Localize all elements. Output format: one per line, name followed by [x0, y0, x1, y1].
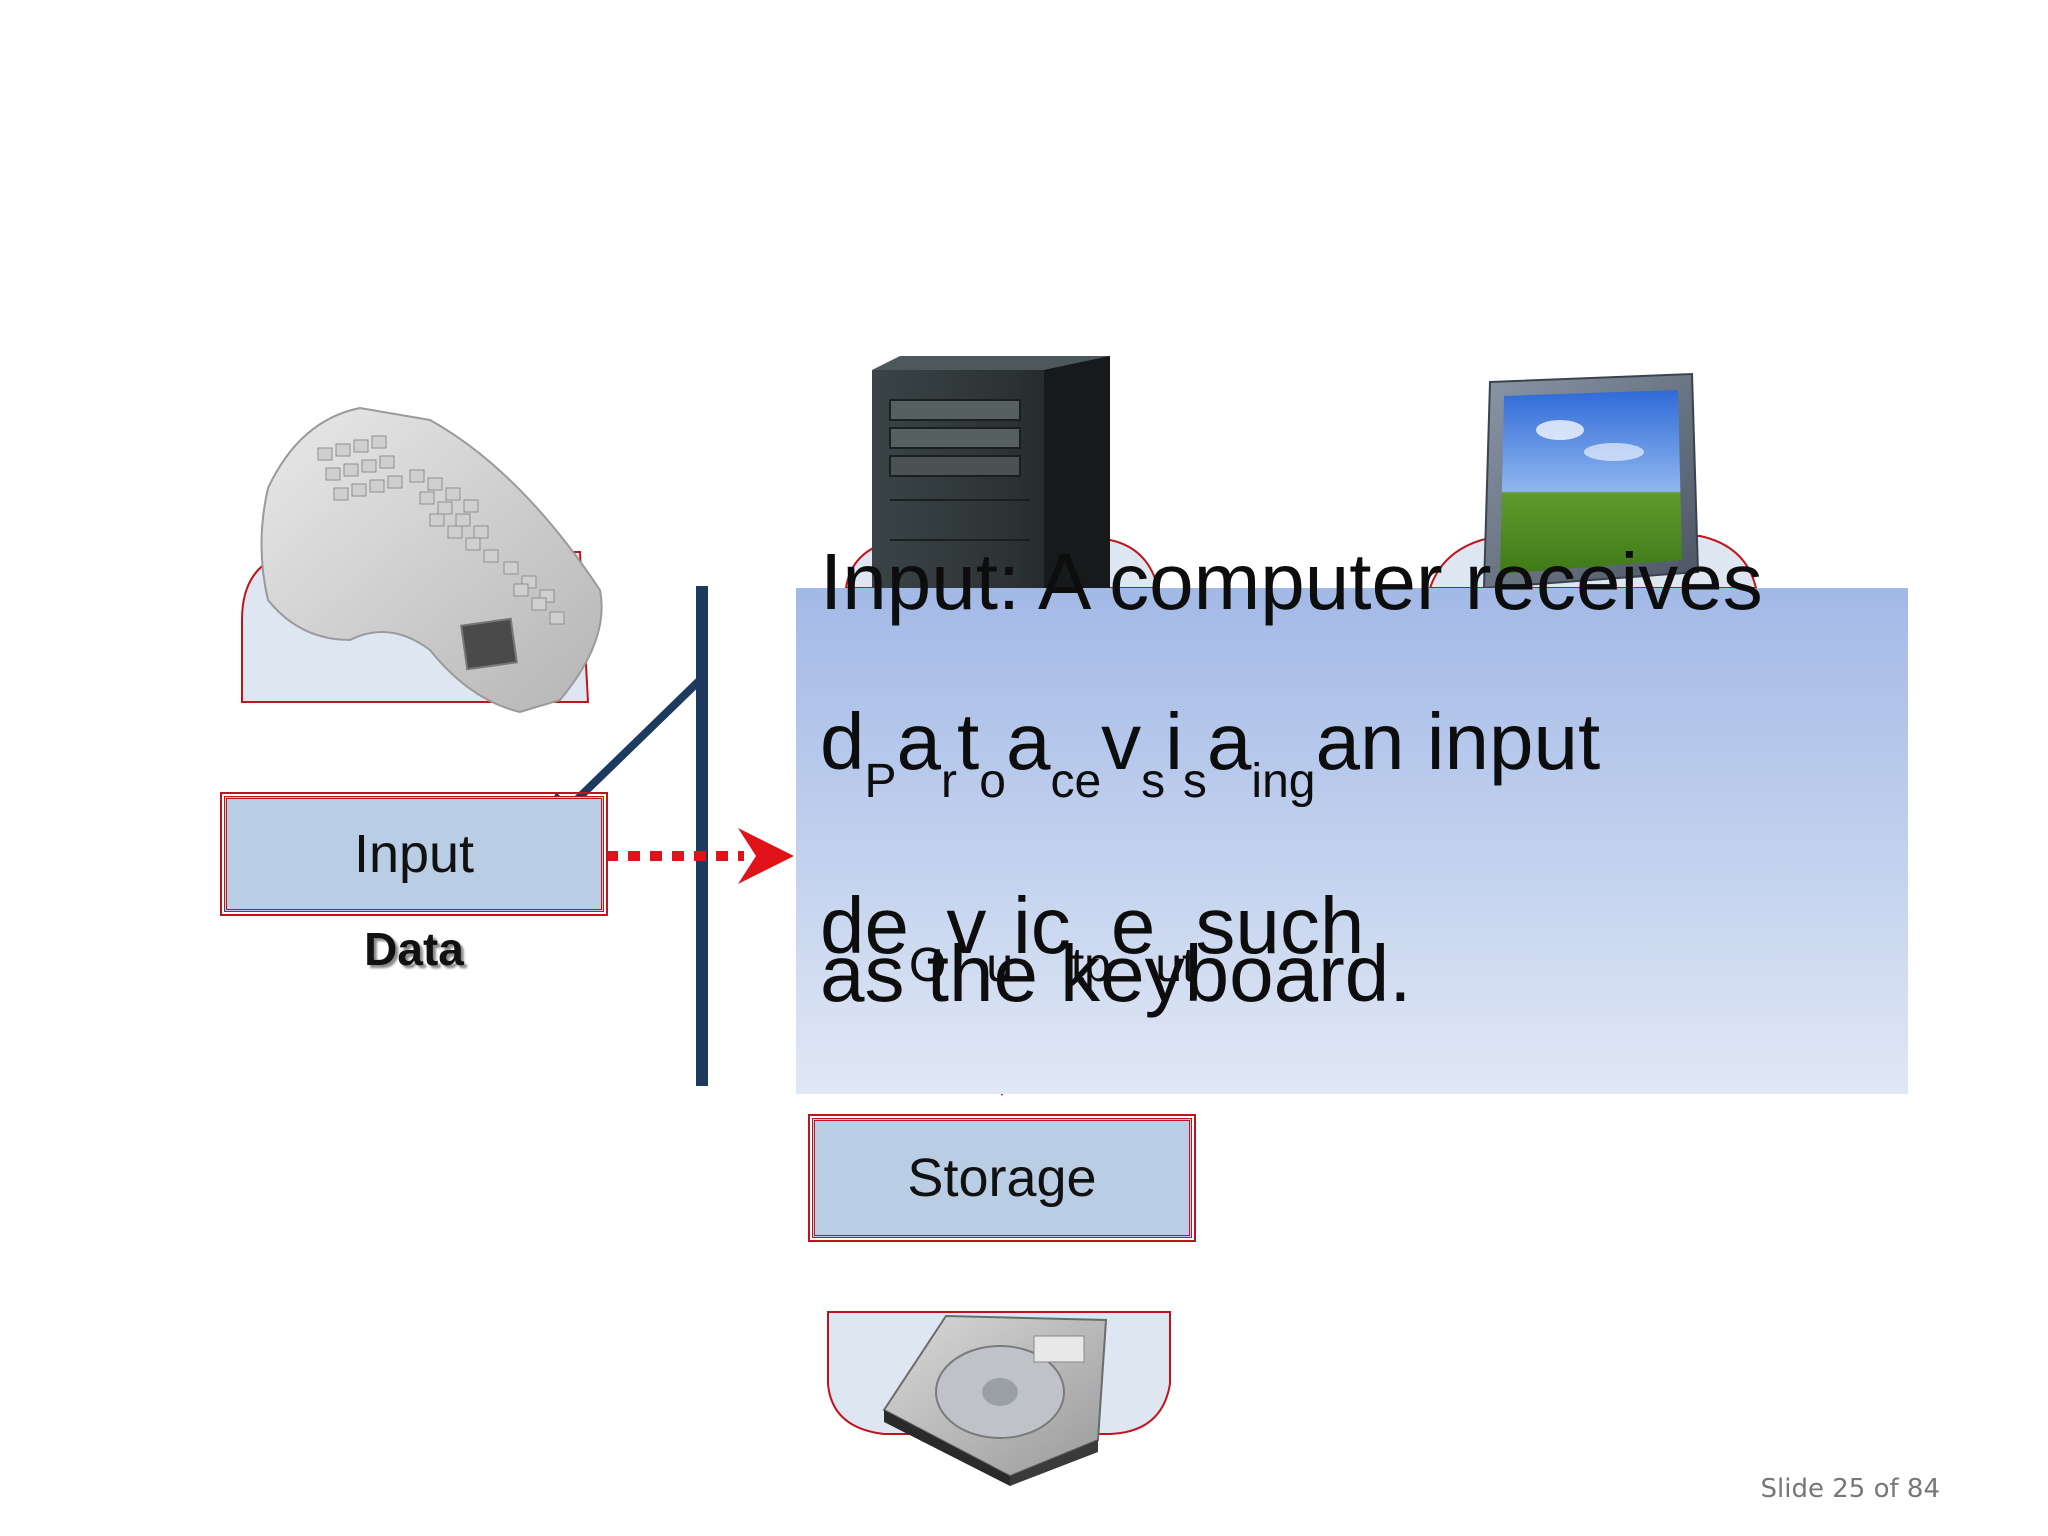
text-fragment: a — [1005, 697, 1051, 786]
text-fragment: i — [1165, 697, 1183, 786]
text-fragment: ic — [1013, 881, 1071, 970]
keyboard-icon — [260, 406, 603, 714]
subscript-fragment: o — [979, 755, 1006, 808]
overlay-line-2: dPartoacevsisaingan input — [820, 702, 1600, 806]
subscript-fragment: u — [986, 939, 1014, 992]
subscript-fragment: s — [1141, 755, 1166, 808]
monitor-icon — [1482, 372, 1700, 590]
text-fragment: v — [946, 881, 987, 970]
text-fragment: d — [820, 697, 865, 786]
text-fragment: t — [957, 697, 980, 786]
subscript-fragment: tp — [1070, 939, 1111, 992]
overlay-line-3: deOvuictpeutsuch — [820, 886, 1364, 990]
subscript-fragment: P — [864, 755, 897, 808]
subscript-fragment: ce — [1050, 755, 1102, 808]
subscript-fragment: ut — [1155, 939, 1196, 992]
slide-counter: Slide 25 of 84 — [1760, 1474, 1940, 1504]
text-panel — [796, 588, 1908, 1094]
computer-tower-icon — [872, 356, 1110, 588]
subscript-fragment: O — [908, 939, 947, 992]
text-fragment: v — [1101, 697, 1142, 786]
subscript-fragment: r — [941, 755, 957, 808]
text-fragment: e — [1110, 881, 1156, 970]
subscript-fragment: ing — [1251, 755, 1316, 808]
text-fragment: an input — [1315, 697, 1601, 786]
text-fragment: a — [1206, 697, 1252, 786]
text-fragment: de — [820, 881, 909, 970]
overlay-line-4: as the keyboard. — [820, 929, 1412, 1018]
text-fragment: a — [896, 697, 942, 786]
input-node: Input — [220, 792, 608, 916]
subscript-fragment: s — [1182, 755, 1207, 808]
hard-drive-icon — [882, 1314, 1108, 1486]
dashed-arrow — [606, 828, 794, 884]
overlay-line-1: Input: A computer receives — [820, 537, 1763, 626]
text-fragment: such — [1195, 881, 1365, 970]
data-label: Data — [364, 923, 464, 975]
input-node-label: Input — [353, 824, 475, 884]
storage-node: Storage — [808, 1114, 1196, 1242]
storage-node-label: Storage — [907, 1148, 1097, 1208]
